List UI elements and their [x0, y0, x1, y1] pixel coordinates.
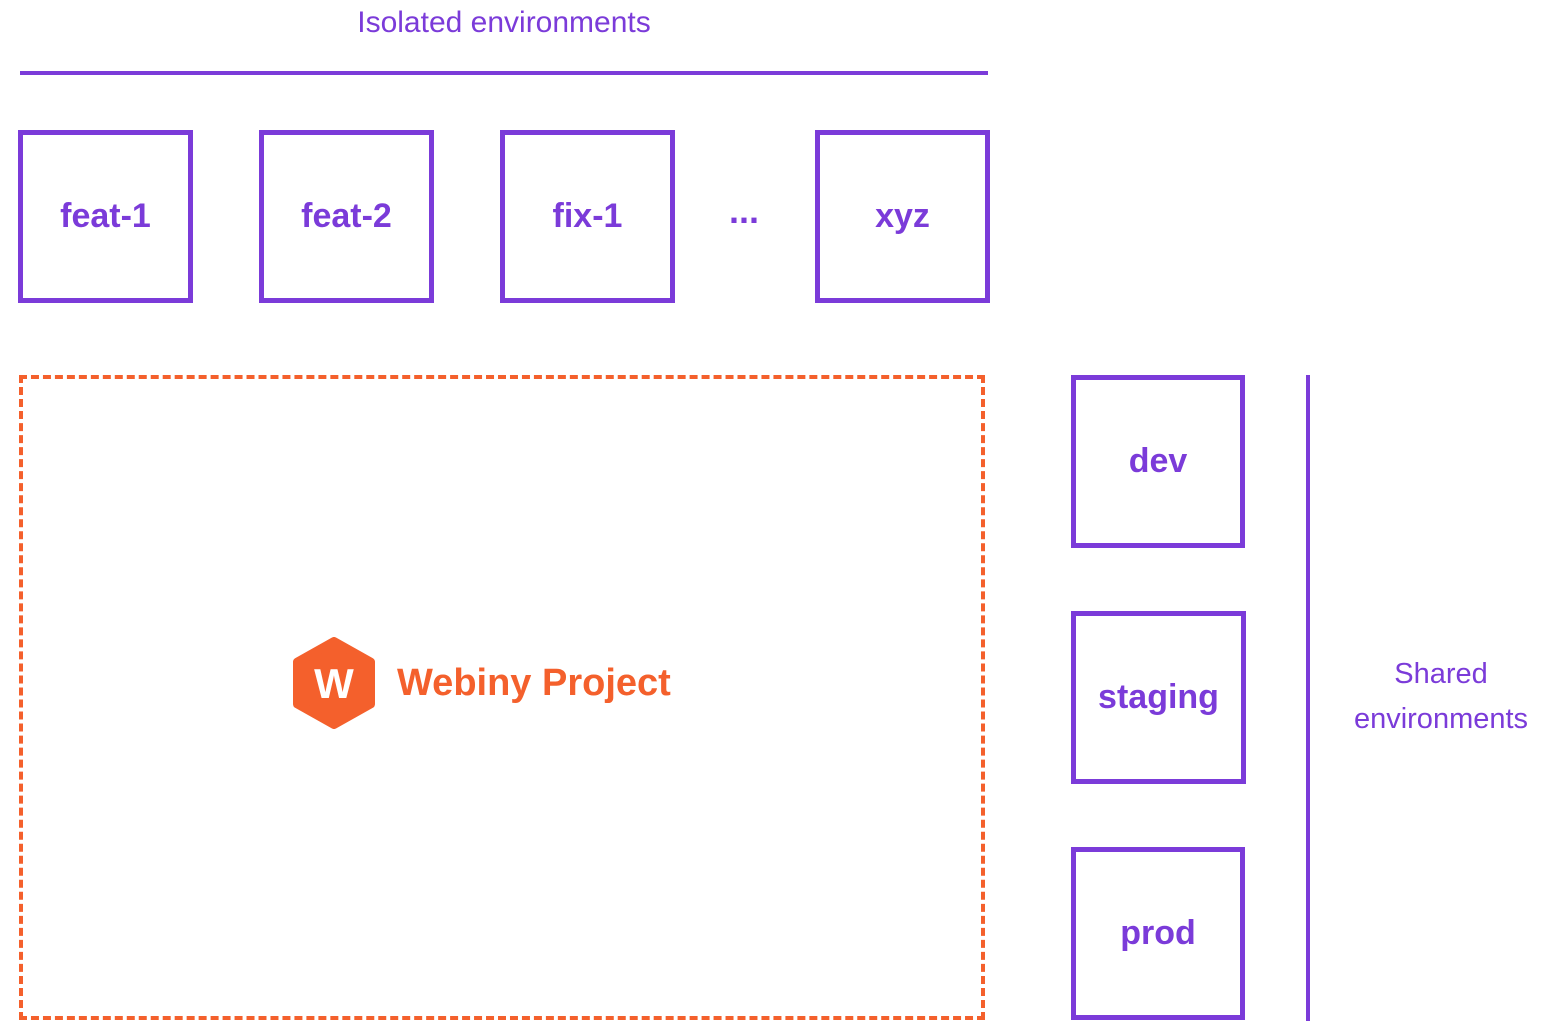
env-box-dev: dev: [1071, 375, 1245, 548]
webiny-project-logo-group: W Webiny Project: [293, 636, 671, 730]
env-box-xyz: xyz: [815, 130, 990, 303]
env-box-label: prod: [1120, 914, 1196, 952]
env-box-staging: staging: [1071, 611, 1246, 784]
env-box-feat-2: feat-2: [259, 130, 434, 303]
env-box-label: xyz: [875, 197, 930, 235]
env-box-label: staging: [1098, 678, 1219, 716]
webiny-hexagon-logo-icon: W: [293, 637, 375, 729]
env-box-fix-1: fix-1: [500, 130, 675, 303]
more-environments-ellipsis: ...: [728, 190, 759, 231]
isolated-environments-label: Isolated environments: [357, 6, 651, 39]
env-box-label: dev: [1128, 442, 1188, 480]
shared-environments-label: Shared environments: [1353, 658, 1529, 735]
env-box-label: feat-2: [301, 197, 392, 235]
isolated-environments-underline: [20, 71, 988, 75]
webiny-project-container: [19, 375, 985, 1020]
env-box-prod: prod: [1071, 847, 1245, 1020]
shared-environments-divider-line: [1306, 375, 1310, 1021]
env-box-label: feat-1: [60, 197, 151, 235]
env-box-feat-1: feat-1: [18, 130, 193, 303]
webiny-project-title: Webiny Project: [397, 661, 671, 704]
webiny-logo-letter: W: [314, 660, 354, 707]
env-box-label: fix-1: [552, 197, 623, 235]
